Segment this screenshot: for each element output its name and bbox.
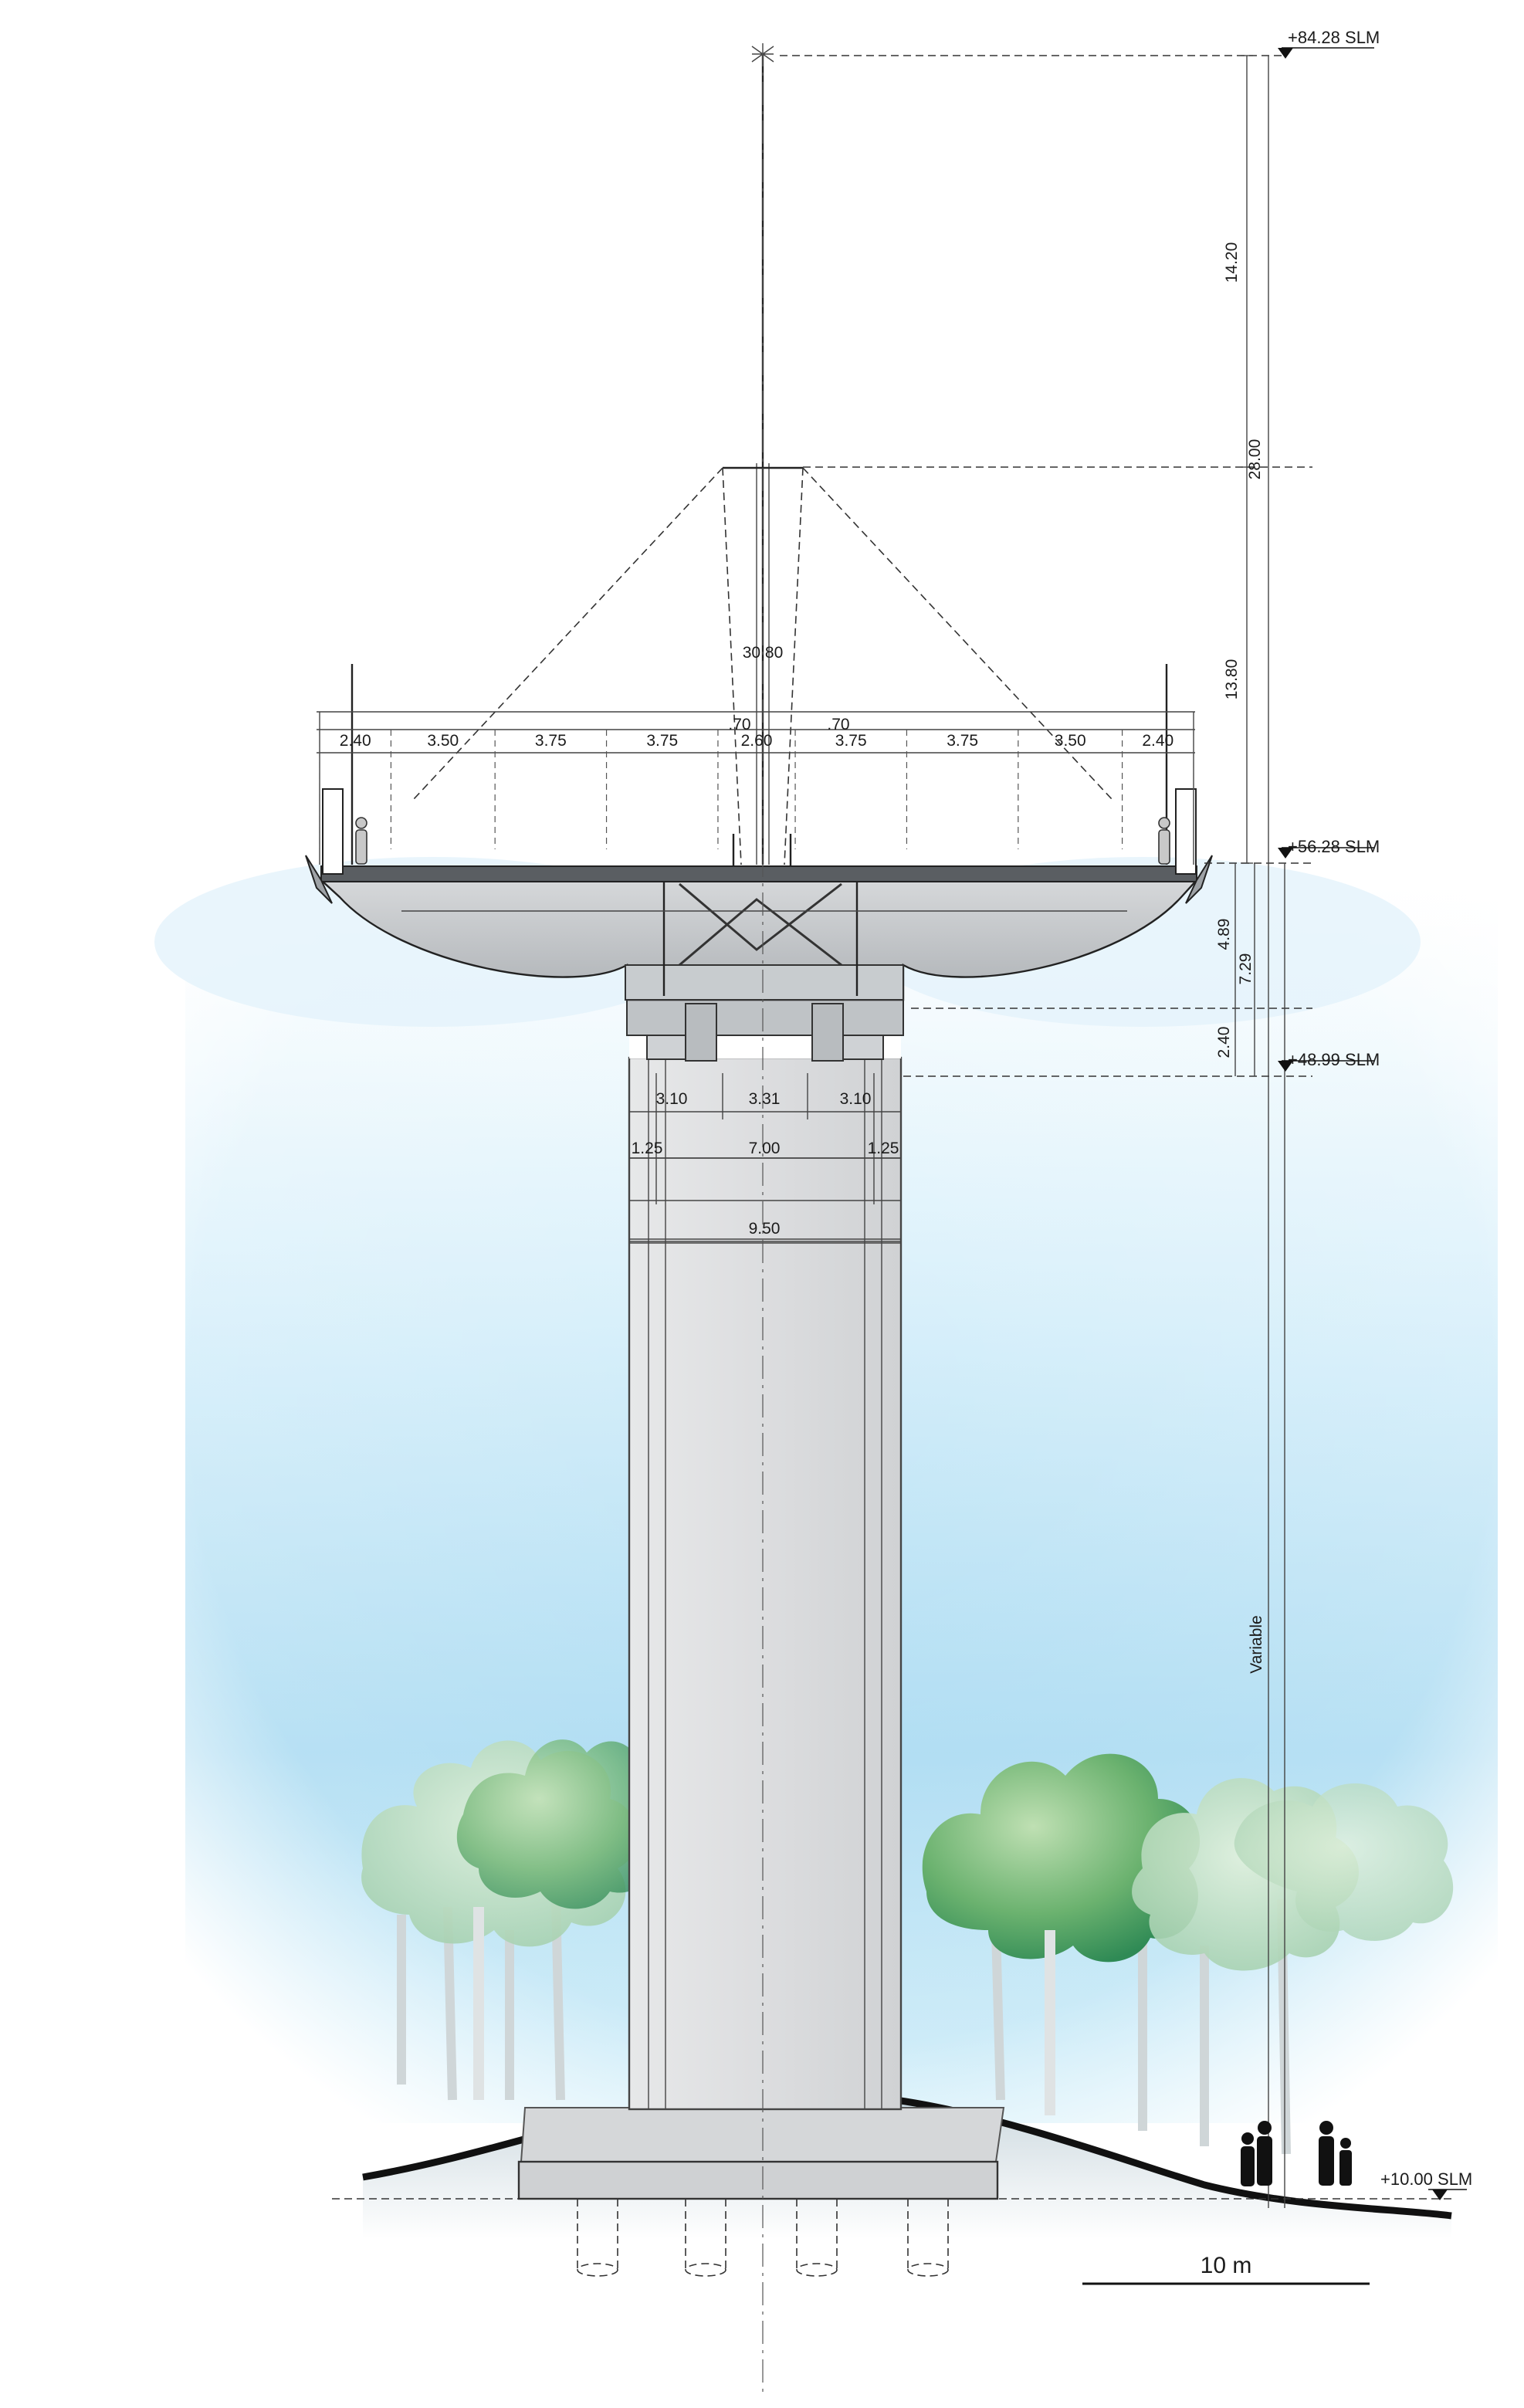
deck-span-label: 2.60 <box>741 732 773 750</box>
people-on-ground <box>1241 2121 1352 2186</box>
deck-span-label: 3.75 <box>947 732 978 750</box>
pier-dim-1-right: 3.10 <box>840 1090 872 1108</box>
pier-dim-2-right: 1.25 <box>868 1140 899 1157</box>
level-markers <box>1278 47 1467 2200</box>
pier-dim-1-left: 3.10 <box>656 1090 688 1108</box>
deck-span-labels: 2.40 3.50 3.75 3.75 2.60 3.75 3.75 3.50 2.40 <box>340 732 1173 750</box>
trees-left <box>361 1739 663 2101</box>
deck-span-label: 3.75 <box>646 732 678 750</box>
pier-dim-2-center: 7.00 <box>749 1140 781 1157</box>
dim-deck-total: 7.29 <box>1237 953 1255 985</box>
vertical-dimension-lines <box>1234 55 1285 2208</box>
pier-dim-2-left: 1.25 <box>632 1140 663 1157</box>
level-lines <box>780 55 1312 1077</box>
foundation <box>517 2107 1005 2277</box>
deck-span-label: 3.75 <box>835 732 867 750</box>
deck-dimension-lines <box>317 711 1195 865</box>
pier-dim-3: 9.50 <box>749 1220 781 1238</box>
deck-span-label: 2.40 <box>1142 732 1173 750</box>
level-bearing-label: +48.99 SLM <box>1288 1050 1380 1069</box>
scale-bar: 10 m <box>1082 2253 1370 2285</box>
dim-crossbeam: 2.40 <box>1215 1027 1233 1058</box>
deck-span-label: 3.50 <box>1055 732 1086 750</box>
deck <box>305 664 1213 1001</box>
trees-right <box>922 1753 1454 2155</box>
level-deck-label: +56.28 SLM <box>1288 837 1380 856</box>
people-on-deck <box>355 817 1170 865</box>
dim-deck-depth: 4.89 <box>1215 919 1233 950</box>
dim-mast-upper: 14.20 <box>1223 242 1241 283</box>
deck-span-label: 3.75 <box>535 732 567 750</box>
dim-pier-height: Variable <box>1248 1615 1265 1674</box>
deck-gap-left: .70 <box>728 716 750 733</box>
deck-gap-right: .70 <box>827 716 849 733</box>
deck-span-label: 3.50 <box>427 732 459 750</box>
scale-bar-label: 10 m <box>1201 2253 1252 2278</box>
pier-dimension-lines <box>629 1073 901 1240</box>
dim-mast-lower: 13.80 <box>1223 659 1241 700</box>
pier-crossbeam <box>626 997 904 1062</box>
level-ground-label: +10.00 SLM <box>1380 2169 1472 2189</box>
deck-width-total: 30.80 <box>743 644 784 662</box>
stay-cables <box>413 467 1113 865</box>
dim-mast-total: 28.00 <box>1246 439 1264 480</box>
level-top-label: +84.28 SLM <box>1288 28 1380 47</box>
deck-dimension-ticks <box>319 730 1194 849</box>
pier <box>628 1008 903 2111</box>
pier-dim-1-center: 3.31 <box>749 1090 781 1108</box>
deck-span-label: 2.40 <box>340 732 371 750</box>
